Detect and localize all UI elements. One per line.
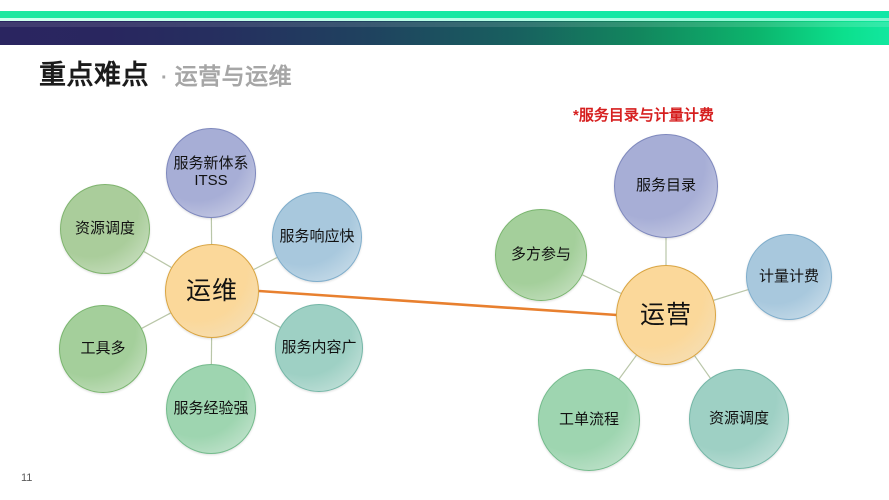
diagram-center-node: 运维 [165, 244, 259, 338]
header-accent-strip-fade [0, 18, 889, 21]
node-label: 资源调度 [74, 219, 135, 237]
spoke-line [694, 355, 711, 379]
spoke-line [582, 274, 622, 294]
diagram-satellite-node: 服务经验强 [166, 364, 256, 454]
diagram-satellite-node: 服务目录 [614, 134, 718, 238]
node-label: 服务响应快 [279, 227, 355, 245]
diagram-satellite-node: 多方参与 [495, 209, 587, 301]
spoke-line [713, 289, 749, 301]
diagram-satellite-node: 资源调度 [689, 369, 789, 469]
spoke-line [253, 312, 281, 328]
spoke-line [253, 257, 278, 271]
diagram-satellite-node: 工具多 [59, 305, 147, 393]
node-label: 服务内容广 [281, 338, 357, 356]
diagram-satellite-node: 服务新体系ITSS [166, 128, 256, 218]
header-accent-strip [0, 11, 889, 18]
spoke-line [141, 312, 171, 329]
spoke-lines [141, 217, 749, 380]
node-label: 计量计费 [758, 267, 819, 285]
header-gradient-bar-highlight [0, 22, 889, 27]
page-number: 11 [21, 472, 33, 484]
page-title-subtitle: 运营与运维 [174, 63, 293, 89]
spoke-line [618, 354, 637, 380]
page-title-main: 重点难点 [39, 60, 149, 90]
node-label: 服务新体系ITSS [173, 155, 249, 189]
diagram-satellite-node: 资源调度 [60, 184, 150, 274]
node-label: 工具多 [80, 339, 126, 357]
spoke-line [143, 251, 172, 268]
diagram-center-node: 运营 [616, 265, 716, 365]
page-title-separator: · [161, 67, 168, 89]
node-label: 服务目录 [635, 176, 696, 194]
page-title: 重点难点 · 运营与运维 [39, 53, 292, 92]
diagram-satellite-node: 服务响应快 [272, 192, 362, 282]
header-gradient-bar [0, 21, 889, 45]
annotation-note: *服务目录与计量计费 [573, 107, 714, 124]
node-label: 资源调度 [708, 409, 769, 427]
node-label: 服务经验强 [173, 399, 249, 417]
node-label: 运维 [185, 277, 238, 305]
node-label: 运营 [639, 301, 692, 329]
cross-cluster-connector [258, 289, 618, 317]
node-label: 工单流程 [558, 410, 619, 428]
diagram-satellite-node: 服务内容广 [275, 304, 363, 392]
diagram-satellite-node: 工单流程 [538, 369, 640, 471]
diagram-satellite-node: 计量计费 [746, 234, 832, 320]
node-label: 多方参与 [510, 245, 571, 263]
